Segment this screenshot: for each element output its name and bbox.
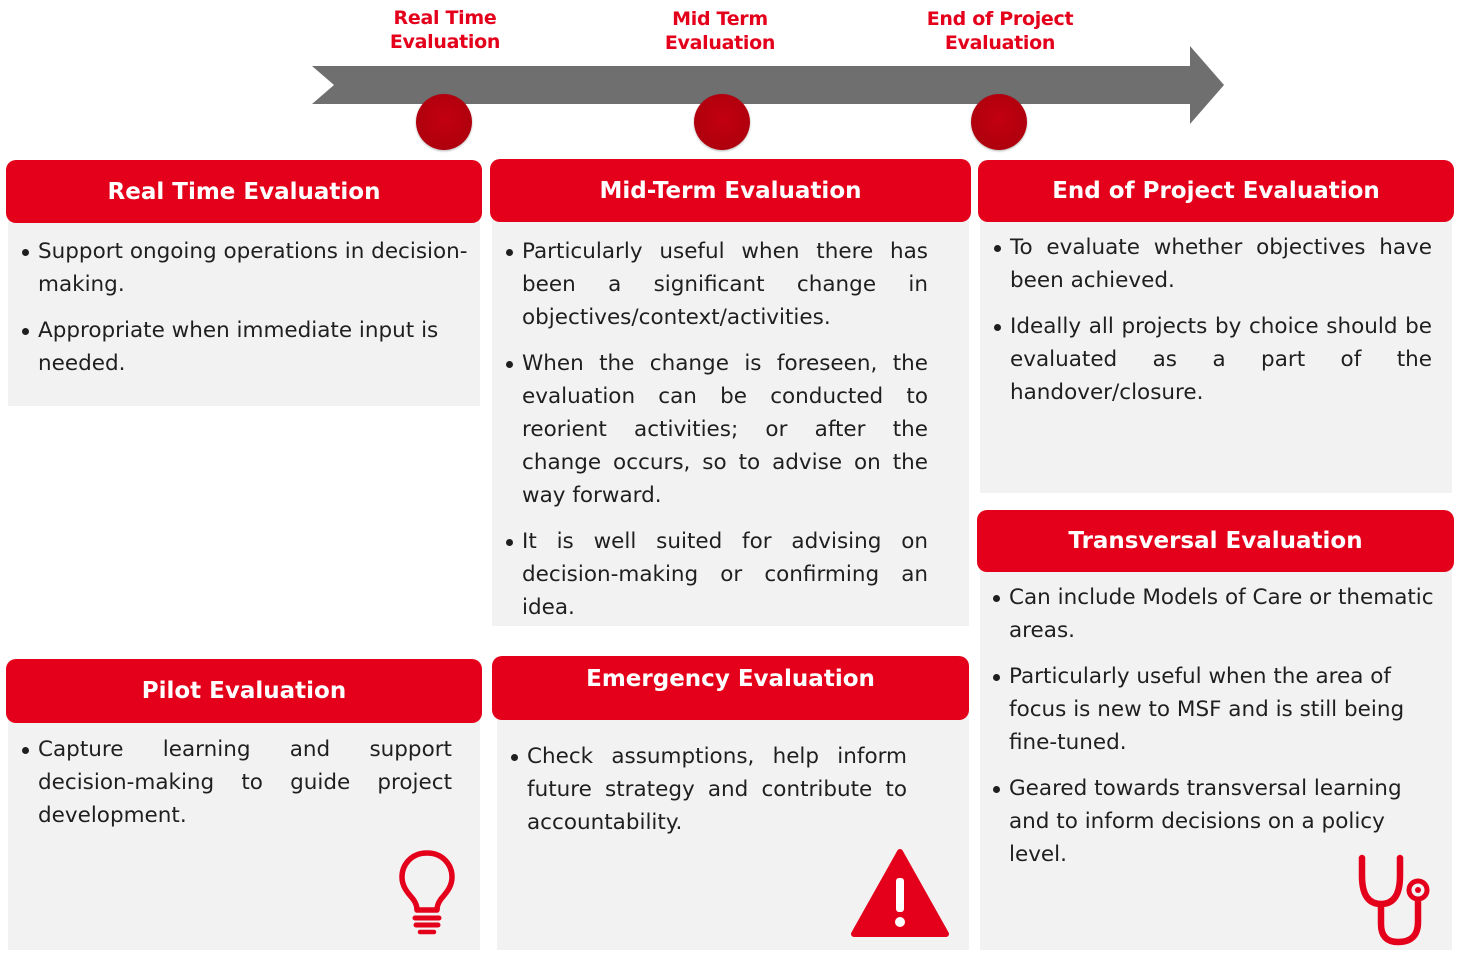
list-item: To evaluate whether objectives have been… <box>994 231 1432 297</box>
list-item: Check assumptions, help inform future st… <box>511 740 907 839</box>
list-item: Ideally all projects by choice should be… <box>994 310 1432 409</box>
card-title-mid-term: Mid-Term Evaluation <box>490 159 971 222</box>
card-points-transversal: Can include Models of Care or thematic a… <box>993 581 1439 884</box>
card-title-emergency: Emergency Evaluation <box>492 656 969 720</box>
timeline: Real Time Evaluation Mid Term Evaluation… <box>0 0 1460 160</box>
card-title-real-time: Real Time Evaluation <box>6 160 482 223</box>
card-body-transversal <box>980 560 1452 950</box>
card-body-real-time <box>8 210 480 406</box>
card-title-transversal: Transversal Evaluation <box>977 510 1454 572</box>
list-item: Geared towards transversal learning and … <box>993 772 1439 871</box>
list-item: Capture learning and support decision-ma… <box>22 733 452 832</box>
timeline-marker-end-of-project <box>971 94 1027 150</box>
card-title-end-of-project: End of Project Evaluation <box>978 160 1454 222</box>
card-points-mid-term: Particularly useful when there has been … <box>506 235 928 637</box>
stethoscope-icon <box>1358 854 1430 946</box>
list-item: Particularly useful when there has been … <box>506 235 928 334</box>
card-body-mid-term <box>492 210 969 626</box>
card-points-emergency: Check assumptions, help inform future st… <box>511 740 907 852</box>
lightbulb-icon <box>399 850 455 935</box>
list-item: Can include Models of Care or thematic a… <box>993 581 1439 647</box>
timeline-marker-mid-term <box>694 94 750 150</box>
card-title-pilot: Pilot Evaluation <box>6 659 482 723</box>
card-points-pilot: Capture learning and support decision-ma… <box>22 733 452 845</box>
timeline-label-end-of-project: End of Project Evaluation <box>926 8 1074 54</box>
list-item: Appropriate when immediate input is need… <box>22 314 468 380</box>
timeline-label-real-time: Real Time Evaluation <box>389 7 501 53</box>
timeline-marker-real-time <box>416 94 472 150</box>
card-points-end-of-project: To evaluate whether objectives have been… <box>994 231 1432 422</box>
timeline-label-mid-term: Mid Term Evaluation <box>664 8 776 54</box>
list-item: It is well suited for advising on decisi… <box>506 525 928 624</box>
list-item: Particularly useful when the area of foc… <box>993 660 1439 759</box>
list-item: When the change is foreseen, the evaluat… <box>506 347 928 512</box>
timeline-arrow <box>312 46 1224 124</box>
warning-triangle-icon <box>851 849 949 937</box>
card-points-real-time: Support ongoing operations in decision-m… <box>22 235 468 393</box>
card-body-pilot <box>8 708 480 950</box>
list-item: Support ongoing operations in decision-m… <box>22 235 468 301</box>
card-body-end-of-project <box>980 210 1452 493</box>
